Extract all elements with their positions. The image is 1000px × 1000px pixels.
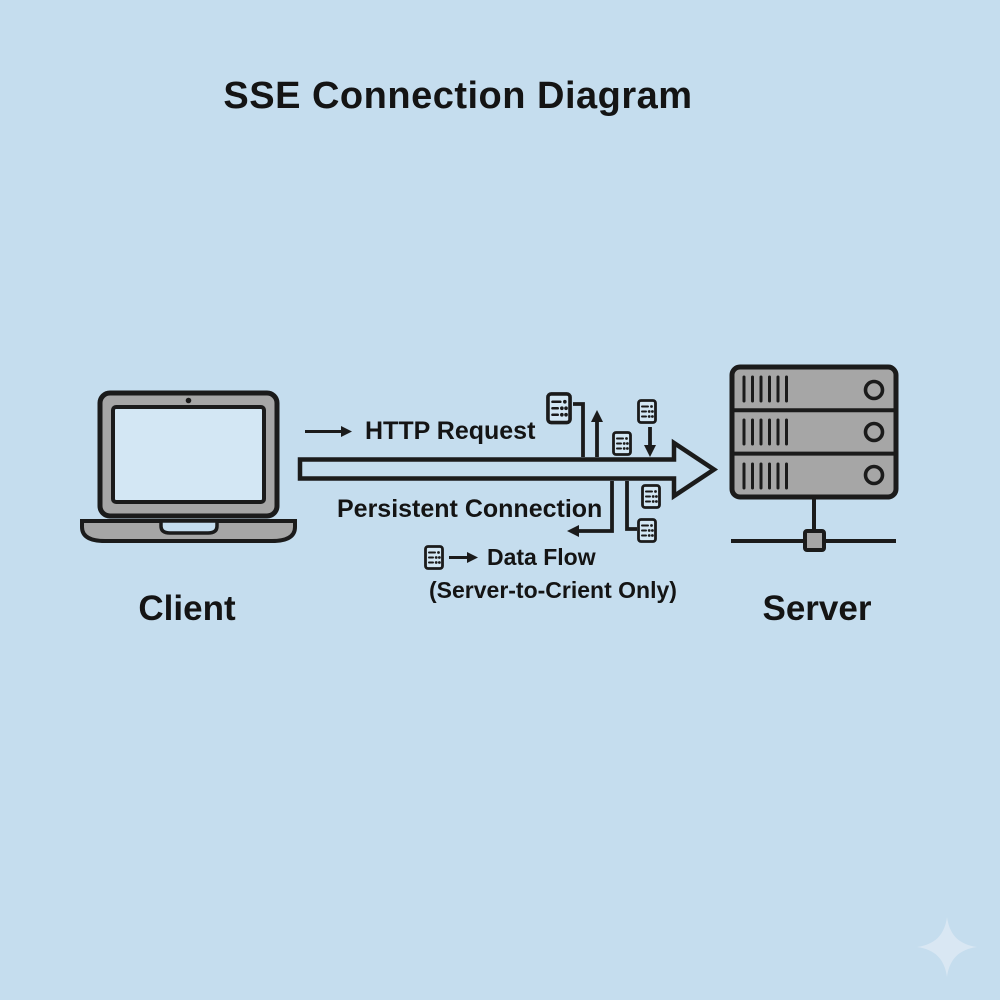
laptop-icon [80,390,297,543]
event-connector-line [625,481,637,531]
sparkle-icon [917,917,977,977]
laptop-screen [111,405,266,504]
direction-note-label: (Server-to-Crient Only) [429,577,677,603]
data-flow-label: Data Flow [487,544,596,570]
server-led-icon [863,464,885,486]
webcam-dot-icon [185,397,192,404]
server-label: Server [762,589,872,628]
diagram-title: SSE Connection Diagram [223,75,693,117]
event-message-icon [637,518,657,543]
network-node [803,529,826,552]
event-message-icon [641,484,661,509]
server-led-icon [863,379,885,401]
event-message-icon [637,399,657,424]
server-rack-icon [729,364,899,552]
event-message-icon [546,392,572,425]
event-down-arrow-icon [644,427,656,457]
legend-event-icon [424,545,444,570]
event-connector-line [573,402,585,457]
server-led-icon [863,421,885,443]
persistent-connection-arrow [297,438,719,501]
server-vents-icon [742,375,788,490]
event-up-arrow-icon [591,410,603,457]
data-flow-arrow-icon [449,552,478,563]
http-request-label: HTTP Request [365,417,536,445]
client-label: Client [138,589,236,628]
http-request-arrow-icon [305,426,352,437]
event-message-icon [612,431,632,456]
laptop-base-notch [159,519,219,535]
return-arrow-icon [567,481,614,537]
persistent-connection-label: Persistent Connection [337,495,603,523]
